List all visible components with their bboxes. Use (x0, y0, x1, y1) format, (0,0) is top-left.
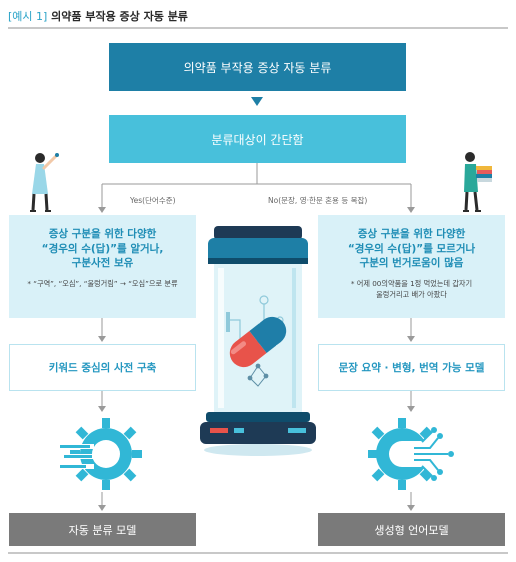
right-condition-box: 증상 구분을 위한 다양한 “경우의 수(답)”를 모르거나 구분의 번거로움이… (318, 215, 505, 318)
arrow-down-main (251, 97, 263, 106)
right-arrow-1 (407, 336, 415, 342)
left-step-box: 키워드 중심의 사전 구축 (9, 344, 196, 391)
left-arrow-3 (98, 505, 106, 511)
branch-right-arrow (407, 207, 415, 213)
left-arrow-1 (98, 336, 106, 342)
left-condition-box: 증상 구분을 위한 다양한 “경우의 수(답)”를 알거나, 구분사전 보유 *… (9, 215, 196, 318)
figure-label: [예시 1] (8, 10, 48, 23)
no-label: No(문장, 영·한문 혼용 등 복잡) (266, 195, 370, 206)
yes-label: Yes(단어수준) (128, 195, 178, 206)
right-arrow-2 (407, 406, 415, 412)
branch-left-arrow (98, 207, 106, 213)
decision-box: 분류대상이 간단함 (109, 115, 406, 163)
figure-title: [예시 1] 의약품 부작용 증상 자동 분류 (8, 8, 188, 24)
footer-divider (8, 552, 508, 554)
gear-lines-icon (58, 418, 142, 490)
top-box: 의약품 부작용 증상 자동 분류 (109, 43, 406, 91)
right-step-box: 문장 요약 · 변형, 번역 가능 모델 (318, 344, 505, 391)
header-divider (8, 27, 508, 29)
right-condition-text: 증상 구분을 위한 다양한 “경우의 수(답)”를 모르거나 구분의 번거로움이… (347, 228, 476, 270)
right-example-note: * 어제 00의약품을 1정 먹었는데 갑자기 울렁거리고 배가 아팠다 (350, 279, 473, 299)
right-result-box: 생성형 언어모델 (318, 513, 505, 546)
scientist-figure-icon (30, 153, 59, 212)
right-arrow-3 (407, 505, 415, 511)
person-with-books-icon (463, 152, 492, 212)
figure-title-text: 의약품 부작용 증상 자동 분류 (51, 10, 188, 23)
left-arrow-2 (98, 406, 106, 412)
ai-gear-circuit-icon (368, 418, 454, 490)
pill-capsule-icon (200, 226, 316, 456)
left-condition-text: 증상 구분을 위한 다양한 “경우의 수(답)”를 알거나, 구분사전 보유 (41, 228, 164, 270)
left-example-note: * “구역”, “오심”, “울렁거림” → “오심”으로 분류 (27, 279, 178, 289)
left-result-box: 자동 분류 모델 (9, 513, 196, 546)
